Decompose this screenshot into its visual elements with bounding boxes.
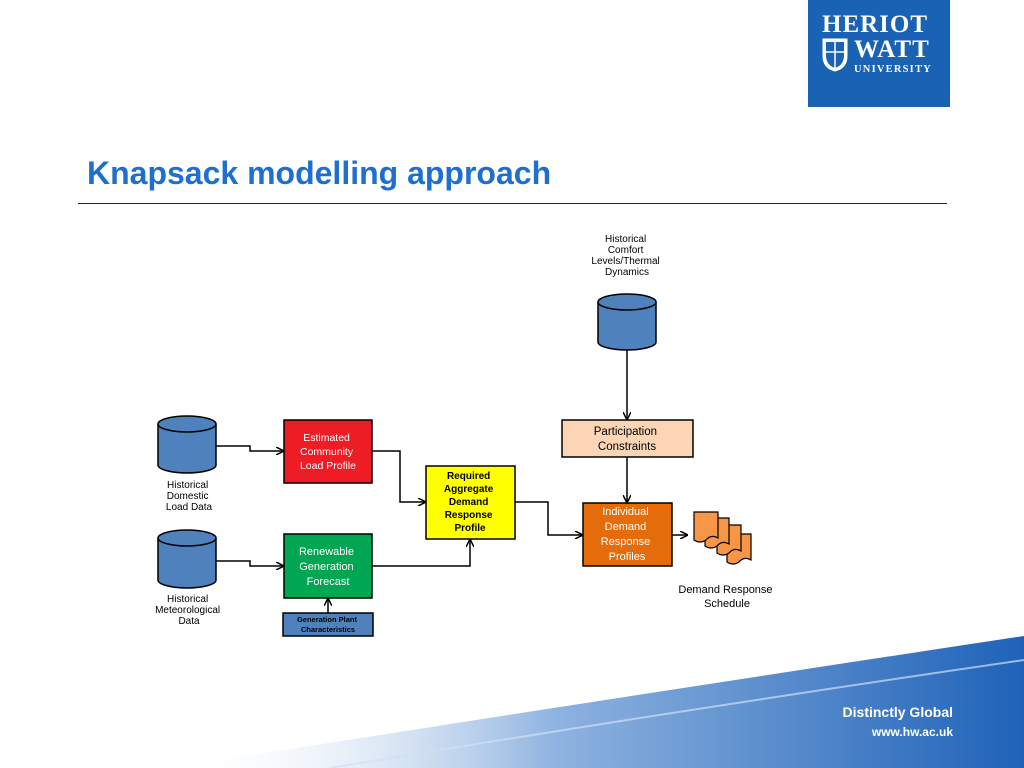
schedule-label: Demand Response Schedule bbox=[678, 584, 775, 610]
comfort-db-label-line: Historical bbox=[605, 234, 646, 245]
comfort-db-label-line: Dynamics bbox=[605, 267, 649, 278]
aggregate-line: Profile bbox=[454, 523, 486, 534]
footer-url: www.hw.ac.uk bbox=[871, 725, 953, 739]
participation-line: Participation bbox=[594, 426, 657, 438]
participation-constraints-box-label: Participation Constraints bbox=[594, 426, 661, 453]
comfort-database-icon bbox=[597, 293, 657, 351]
arrow-community-to-aggregate bbox=[372, 450, 425, 502]
individual-line: Response bbox=[601, 536, 651, 548]
footer-swoosh-highlight bbox=[329, 659, 1024, 768]
shield-icon bbox=[822, 38, 848, 72]
renewable-line: Renewable bbox=[299, 546, 354, 558]
plant-characteristics-box-label: Generation Plant Characteristics bbox=[297, 615, 359, 634]
comfort-db-label-line: Levels/Thermal bbox=[591, 256, 659, 267]
schedule-label-line: Schedule bbox=[704, 598, 750, 610]
plant-line: Generation Plant bbox=[297, 615, 358, 624]
participation-constraints-box bbox=[561, 419, 694, 458]
plant-line: Characteristics bbox=[301, 625, 355, 634]
domestic-db-label-line: Historical bbox=[167, 480, 208, 491]
title-divider bbox=[78, 203, 947, 204]
logo-line-heriot: HERIOT bbox=[822, 11, 929, 38]
aggregate-profile-box bbox=[425, 465, 516, 540]
community-load-box-label: Estimated Community Load Profile bbox=[300, 432, 356, 472]
met-db-label: Historical Meteorological Data bbox=[155, 594, 223, 627]
document-stack-icon bbox=[693, 511, 752, 565]
meteorological-database-icon bbox=[157, 529, 217, 589]
domestic-db-label-line: Load Data bbox=[166, 502, 213, 513]
individual-line: Demand bbox=[605, 521, 647, 533]
domestic-db-label: Historical Domestic Load Data bbox=[166, 480, 213, 513]
aggregate-line: Response bbox=[445, 510, 493, 521]
logo-line-university: UNIVERSITY bbox=[854, 64, 932, 75]
aggregate-line: Aggregate bbox=[444, 484, 494, 495]
slide-title: Knapsack modelling approach bbox=[87, 155, 552, 191]
individual-profiles-box-label: Individual Demand Response Profiles bbox=[601, 506, 654, 563]
arrow-renewable-to-aggregate bbox=[372, 540, 470, 567]
domestic-database-icon bbox=[157, 415, 217, 474]
aggregate-line: Required bbox=[447, 471, 490, 482]
heriot-watt-logo: HERIOT WATT UNIVERSITY bbox=[808, 0, 950, 107]
individual-profiles-box bbox=[582, 502, 673, 567]
arrow-met-to-renewable bbox=[216, 560, 283, 566]
aggregate-profile-box-label: Required Aggregate Demand Response Profi… bbox=[444, 471, 496, 534]
arrow-domestic-to-community bbox=[216, 445, 283, 451]
met-db-label-line: Data bbox=[178, 616, 200, 627]
renewable-forecast-box-label: Renewable Generation Forecast bbox=[299, 546, 357, 588]
domestic-db-label-line: Domestic bbox=[167, 491, 209, 502]
footer-swoosh bbox=[170, 636, 1024, 768]
community-load-line: Load Profile bbox=[300, 460, 356, 472]
footer-tagline: Distinctly Global bbox=[842, 704, 953, 720]
individual-line: Individual bbox=[602, 506, 648, 518]
met-db-label-line: Historical bbox=[167, 594, 208, 605]
schedule-label-line: Demand Response bbox=[678, 584, 772, 596]
aggregate-line: Demand bbox=[449, 497, 488, 508]
community-load-line: Community bbox=[300, 446, 354, 458]
met-db-label-line: Meteorological bbox=[155, 605, 220, 616]
renewable-line: Generation bbox=[299, 561, 353, 573]
logo-line-watt: WATT bbox=[854, 36, 930, 63]
arrow-aggregate-to-individual bbox=[515, 501, 582, 535]
renewable-forecast-box bbox=[283, 533, 373, 599]
renewable-line: Forecast bbox=[307, 576, 350, 588]
comfort-db-label-line: Comfort bbox=[608, 245, 644, 256]
community-load-line: Estimated bbox=[303, 432, 350, 444]
community-load-box bbox=[283, 419, 373, 484]
participation-line: Constraints bbox=[598, 441, 656, 453]
individual-line: Profiles bbox=[609, 551, 646, 563]
comfort-db-label: Historical Comfort Levels/Thermal Dynami… bbox=[591, 234, 662, 278]
